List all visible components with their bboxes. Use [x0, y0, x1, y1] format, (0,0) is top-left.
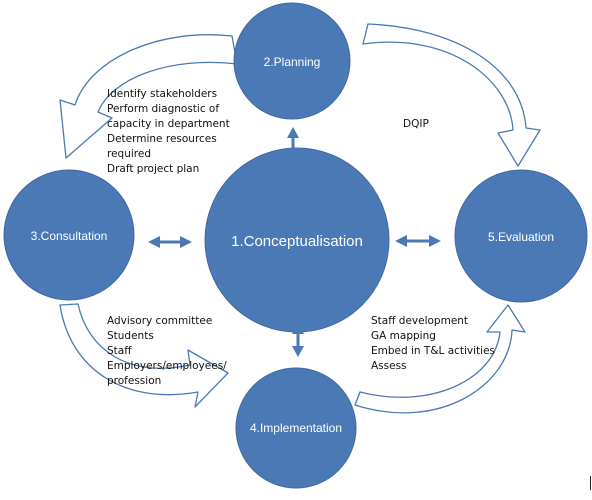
note-line: Identify stakeholders	[107, 88, 218, 100]
circle-evaluation	[454, 169, 588, 303]
curved-arrow-consultation-to-implementation	[59, 303, 229, 408]
note-line: Draft project plan	[107, 163, 200, 175]
label-planning: 2.Planning	[264, 55, 321, 69]
circle-consultation	[3, 169, 135, 301]
note-line: DQIP	[403, 118, 429, 130]
note-line: Perform diagnostic of	[107, 103, 220, 115]
circle-implementation	[235, 367, 357, 489]
note-line: Employers/employees/	[107, 360, 227, 372]
note-line: Staff development	[371, 315, 469, 327]
note-line: Assess	[371, 360, 407, 372]
label-consultation: 3.Consultation	[31, 229, 108, 243]
notes-evaluation: DQIP	[403, 117, 429, 132]
note-line: Students	[107, 330, 154, 342]
connector-center-planning	[287, 127, 299, 159]
note-line: capacity in department	[107, 118, 230, 130]
circle-planning	[233, 2, 351, 120]
curved-arrow-evaluation-to-planning	[362, 23, 541, 167]
connector-center-implementation	[292, 323, 304, 357]
note-line: GA mapping	[371, 330, 436, 342]
notes-planning: Identify stakeholders Perform diagnostic…	[107, 87, 230, 177]
note-line: Determine resources	[107, 133, 217, 145]
notes-implementation: Staff development GA mapping Embed in T&…	[371, 314, 495, 374]
label-implementation: 4.Implementation	[250, 421, 342, 435]
connector-center-evaluation	[395, 235, 441, 247]
text-cursor-mark	[590, 476, 591, 490]
label-conceptualisation: 1.Conceptualisation	[231, 233, 363, 250]
curved-arrow-planning-to-consultation	[59, 34, 238, 159]
note-line: profession	[107, 375, 162, 387]
note-line: Staff	[107, 345, 132, 357]
note-line: Embed in T&L activities	[371, 345, 496, 357]
label-evaluation: 5.Evaluation	[488, 230, 554, 244]
curved-arrow-implementation-to-evaluation	[354, 304, 526, 414]
notes-consultation: Advisory committee Students Staff Employ…	[107, 314, 227, 389]
note-line: Advisory committee	[107, 315, 213, 327]
note-line: required	[107, 148, 151, 160]
connector-center-consultation	[148, 236, 192, 248]
